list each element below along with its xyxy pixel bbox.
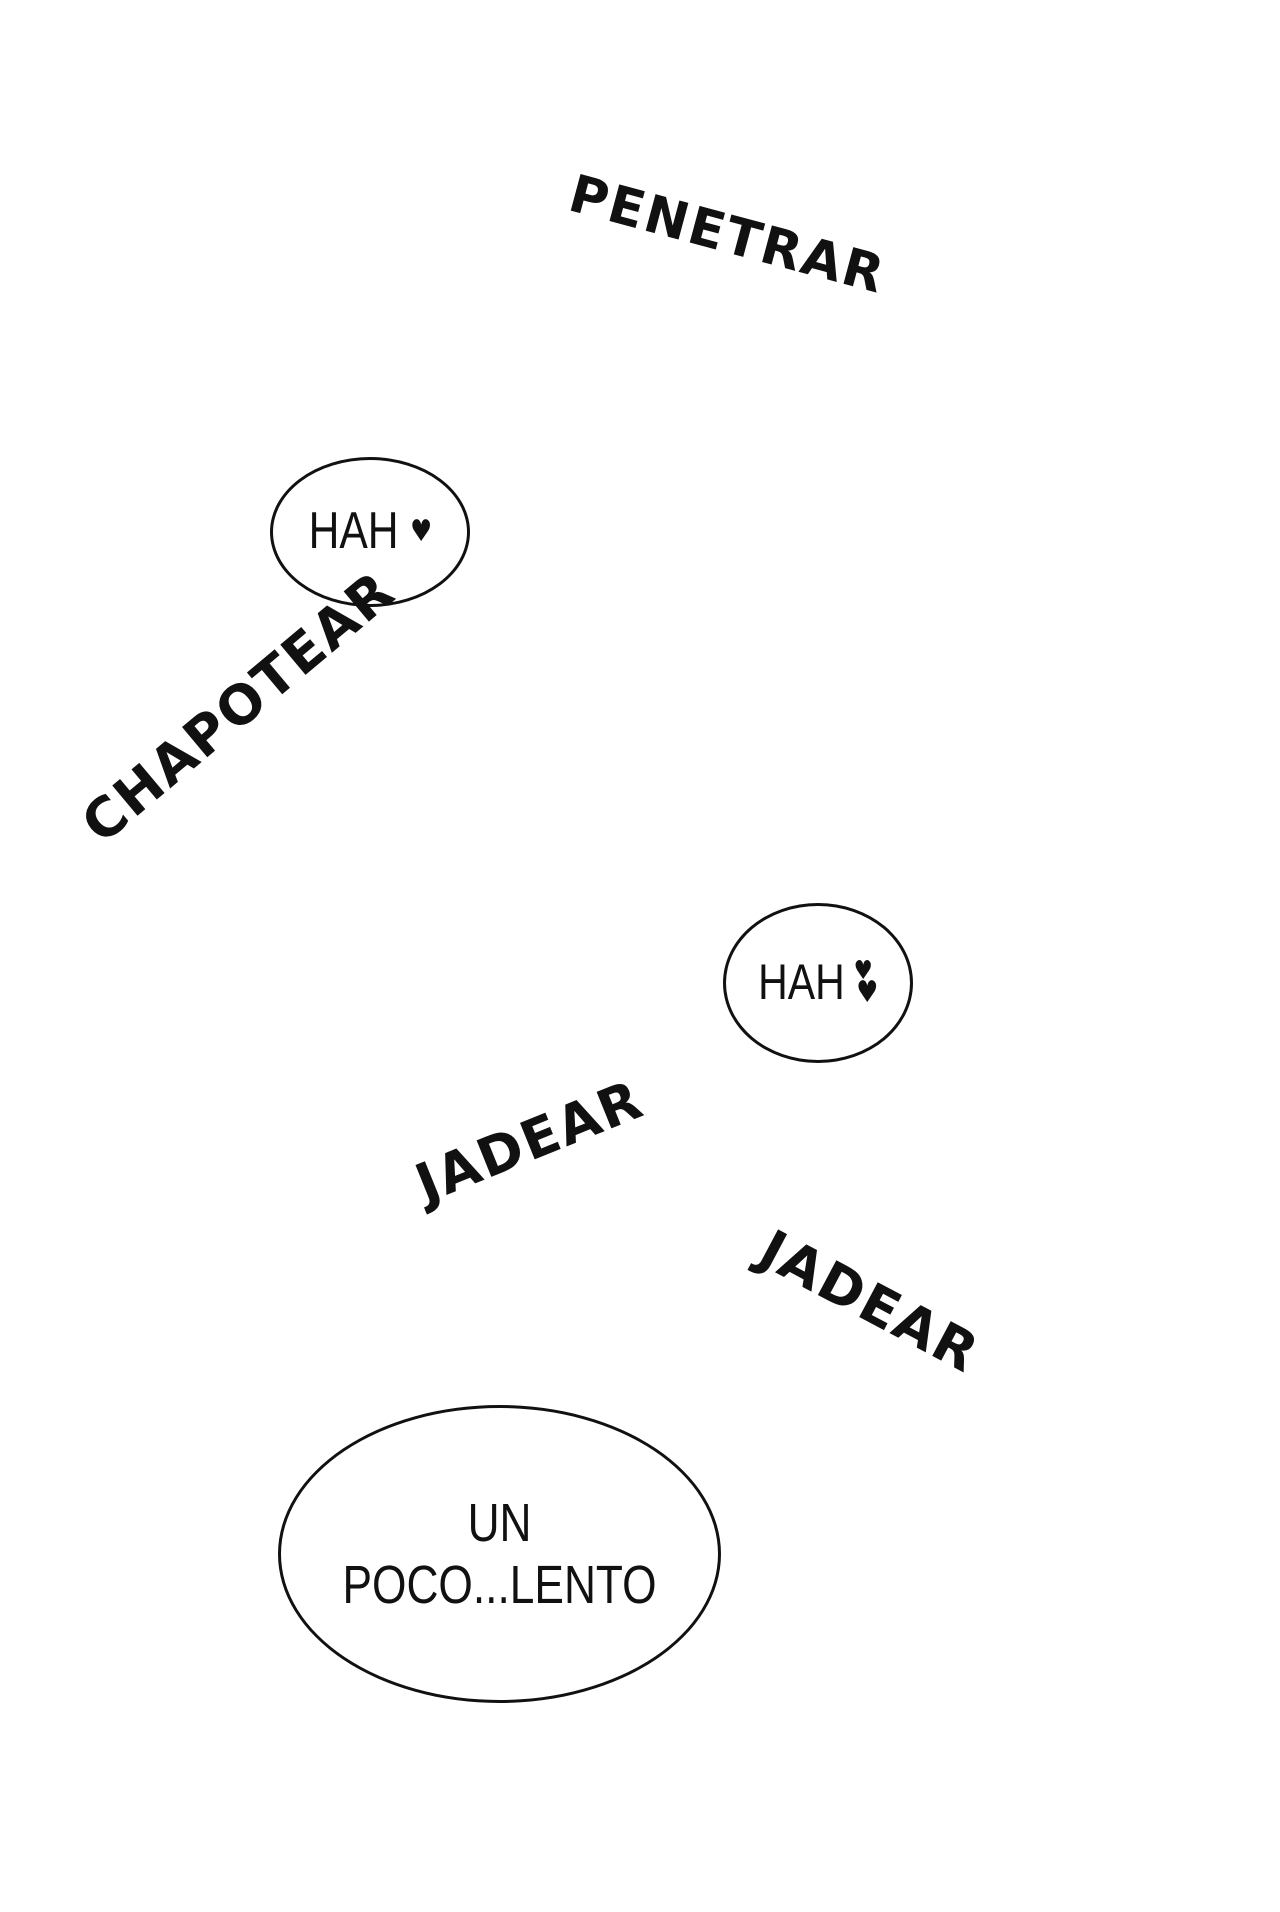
speech-balloon-hah-2: HAH ♥ ♥ — [723, 903, 913, 1063]
balloon-text-hah: HAH — [757, 954, 845, 1011]
sfx-jadear: JADEAR — [749, 1217, 990, 1386]
balloon-text-group: HAH ♥ ♥ — [758, 954, 878, 1012]
sfx-jadear: JADEAR — [406, 1067, 653, 1216]
balloon-text-group: UN POCO...LENTO — [342, 1492, 656, 1616]
speech-balloon-hah-1: HAH ♥ — [270, 457, 470, 607]
hearts-icon: ♥ ♥ — [848, 955, 879, 1011]
balloon-text-hah: HAH — [308, 502, 399, 561]
sfx-penetrar: PENETRAR — [562, 164, 892, 306]
heart-icon: ♥ — [855, 975, 879, 1011]
balloon-text-line-2: POCO...LENTO — [342, 1555, 657, 1615]
balloon-text-line-1: UN — [467, 1492, 532, 1553]
balloon-text-group: HAH ♥ — [308, 502, 432, 562]
heart-icon: ♥ — [853, 955, 873, 986]
heart-icon: ♥ — [409, 513, 432, 549]
sfx-chapotear: CHAPOTEAR — [69, 558, 407, 856]
speech-balloon-un-poco-lento: UN POCO...LENTO — [278, 1405, 721, 1703]
